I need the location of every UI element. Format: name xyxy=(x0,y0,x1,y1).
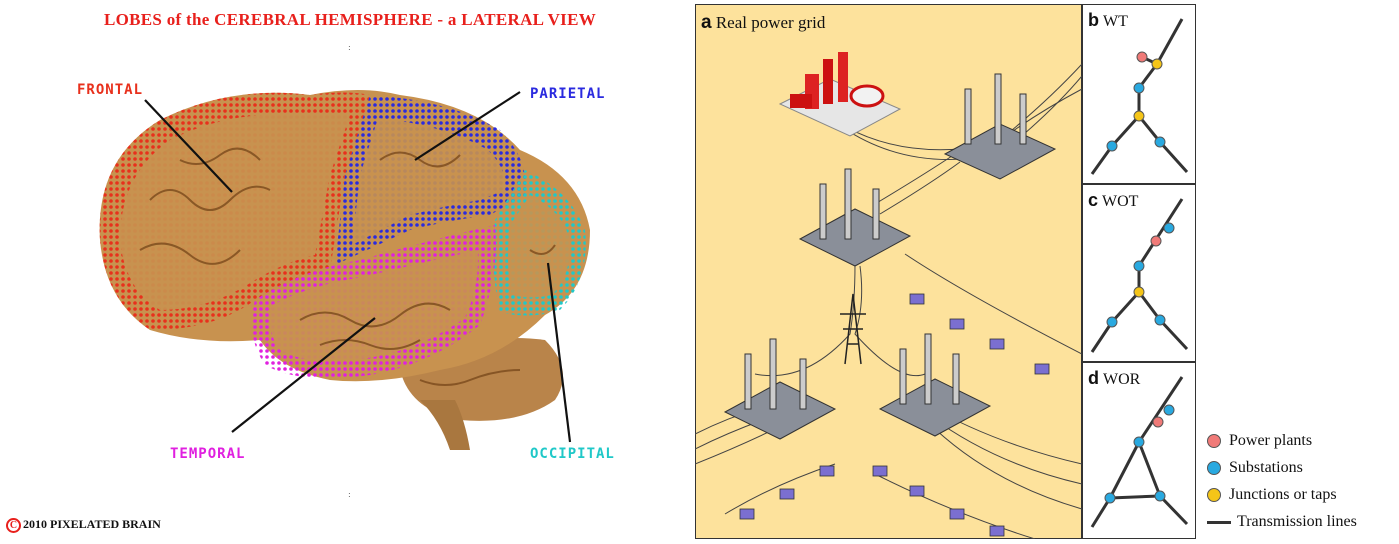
legend-substations: Substations xyxy=(1207,459,1303,477)
wot-network-diagram xyxy=(1090,198,1189,353)
panel-c-letter: c xyxy=(1088,190,1099,210)
svg-text::: : xyxy=(348,490,351,499)
panel-d-letter: d xyxy=(1088,368,1099,388)
brain-illustration: : : xyxy=(99,43,591,499)
substation-middle xyxy=(798,168,912,267)
legend-junctions: Junctions or taps xyxy=(1207,486,1337,504)
panel-wor xyxy=(1082,362,1196,539)
panel-b-letter: b xyxy=(1088,10,1099,30)
panel-a-title: a Real power grid xyxy=(701,12,825,34)
temporal-label: TEMPORAL xyxy=(170,446,246,462)
legend-label: Substations xyxy=(1229,459,1303,476)
power-plant-dot-icon xyxy=(1207,434,1221,449)
junction-dot-icon xyxy=(1207,488,1221,503)
houses xyxy=(739,293,1050,537)
legend-transmission-lines: Transmission lines xyxy=(1207,513,1357,531)
panel-d-label: WOR xyxy=(1103,371,1141,388)
power-plant xyxy=(778,52,902,137)
legend-power-plants: Power plants xyxy=(1207,432,1312,450)
substation-bottom-left xyxy=(723,338,837,440)
parietal-label: PARIETAL xyxy=(530,86,606,102)
legend-label: Power plants xyxy=(1229,432,1313,449)
transmission-line-icon xyxy=(1207,520,1231,524)
copyright-text: 2010 PIXELATED BRAIN xyxy=(23,517,161,531)
frontal-label: FRONTAL xyxy=(77,82,144,98)
brainstem xyxy=(420,400,470,450)
legend-label: Transmission lines xyxy=(1237,513,1357,530)
power-grid-illustration xyxy=(695,52,1082,539)
substation-dot-icon xyxy=(1207,461,1221,476)
copyright-icon: C xyxy=(6,518,21,533)
substation-top-right xyxy=(943,73,1057,180)
wor-network-diagram xyxy=(1090,376,1189,528)
panel-c-label: WOT xyxy=(1102,193,1139,210)
wt-network-diagram xyxy=(1090,18,1189,175)
svg-text::: : xyxy=(348,43,351,52)
panel-a-letter: a xyxy=(701,12,712,33)
substation-bottom-right xyxy=(878,333,992,437)
occipital-label: OCCIPITAL xyxy=(530,446,615,462)
brain-title: LOBES of the CEREBRAL HEMISPHERE - a LAT… xyxy=(103,10,597,29)
legend-label: Junctions or taps xyxy=(1229,486,1337,503)
transmission-pylon xyxy=(840,293,866,365)
panel-b-label: WT xyxy=(1103,13,1128,30)
real-power-grid-panel xyxy=(695,4,1082,539)
panel-a-label: Real power grid xyxy=(715,13,826,32)
